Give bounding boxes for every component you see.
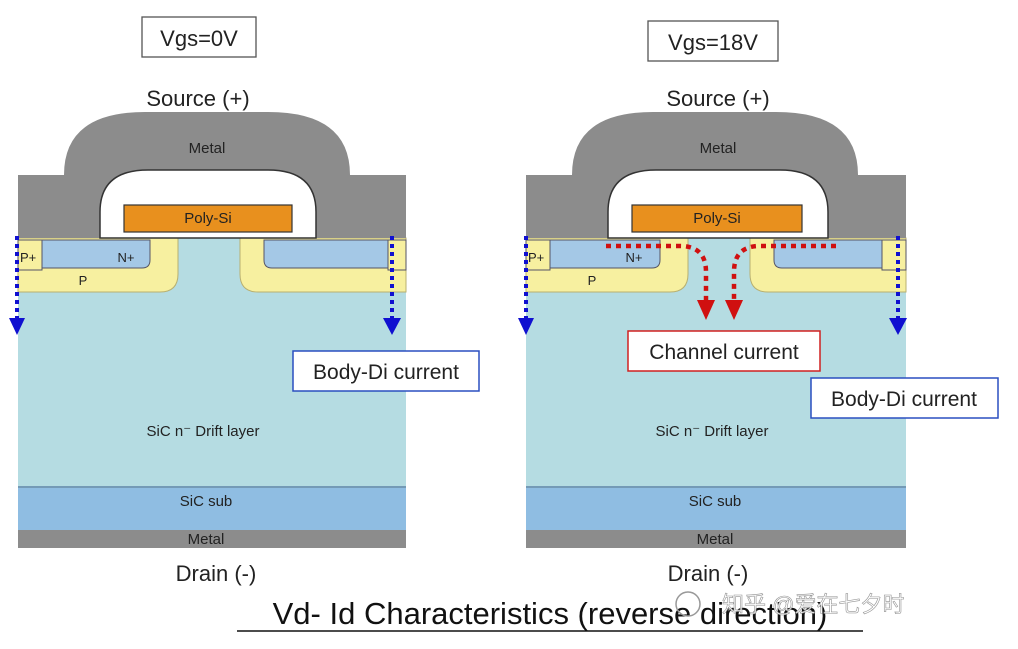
source-metal (526, 112, 906, 238)
body-diode-arrows (9, 236, 401, 335)
p-plus-label: P+ (528, 250, 544, 265)
body-diode-arrows (518, 236, 907, 335)
p-plus-label: P+ (20, 250, 36, 265)
n-plus-left (549, 239, 661, 269)
vgs-label-box (141, 16, 257, 58)
poly-label: Poly-Si (184, 210, 232, 227)
drift-label: SiC n⁻ Drift layer (656, 423, 769, 440)
drain-label: Drain (-) (668, 561, 749, 586)
arrowhead-icon (725, 300, 743, 320)
sic-sub-layer (526, 486, 906, 530)
p-label: P (79, 273, 88, 288)
n-plus-right (773, 239, 883, 269)
sic-sub-layer (18, 486, 406, 530)
arrowhead-icon (518, 318, 534, 335)
n-plus-left (41, 239, 151, 269)
vgs-label-box (647, 20, 779, 62)
body-current-box (292, 350, 480, 392)
channel-path-left (606, 243, 709, 302)
vgs-label: Vgs=0V (160, 26, 238, 51)
bottom-metal (18, 530, 406, 548)
metal-bottom-label: Metal (188, 531, 225, 548)
poly-label: Poly-Si (693, 210, 741, 227)
arrowhead-icon (889, 318, 907, 335)
body-current-label: Body-Di current (831, 388, 977, 411)
metal-top-label: Metal (189, 140, 226, 157)
arrowhead-icon (697, 300, 715, 320)
bottom-metal (526, 530, 906, 548)
drift-label: SiC n⁻ Drift layer (147, 423, 260, 440)
caption: Vd- Id Characteristics (reverse directio… (273, 596, 828, 631)
channel-current-label: Channel current (649, 341, 799, 364)
sub-label: SiC sub (689, 493, 742, 510)
body-current-box (810, 377, 999, 419)
watermark-text: 知乎 @爱在七夕时 (722, 592, 904, 617)
metal-bottom-label: Metal (697, 531, 734, 548)
sub-label: SiC sub (180, 493, 233, 510)
body-current-label: Body-Di current (313, 361, 459, 384)
n-plus-right (263, 239, 389, 269)
arrowhead-icon (9, 318, 25, 335)
source-metal (18, 112, 406, 238)
channel-current-box (627, 330, 821, 372)
source-label: Source (+) (666, 86, 769, 111)
watermark-logo-icon (675, 591, 701, 617)
panel-vgs-0v: Vgs=0V Source (+) Metal Poly-Si P+ N+ P … (9, 16, 480, 586)
p-plus-right (881, 239, 907, 271)
watermark: 知乎 @爱在七夕时 (675, 591, 905, 617)
arrowhead-icon (383, 318, 401, 335)
panel-vgs-18v: Vgs=18V Source (+) Metal Poly-Si P+ N+ P… (518, 20, 999, 586)
vgs-label: Vgs=18V (668, 30, 758, 55)
n-plus-label: N+ (118, 250, 135, 265)
poly-si-gate (631, 204, 803, 233)
channel-current-arrows (606, 243, 836, 320)
source-label: Source (+) (146, 86, 249, 111)
p-label: P (588, 273, 597, 288)
n-plus-label: N+ (626, 250, 643, 265)
drain-label: Drain (-) (176, 561, 257, 586)
metal-top-label: Metal (700, 140, 737, 157)
poly-si-gate (123, 204, 293, 233)
